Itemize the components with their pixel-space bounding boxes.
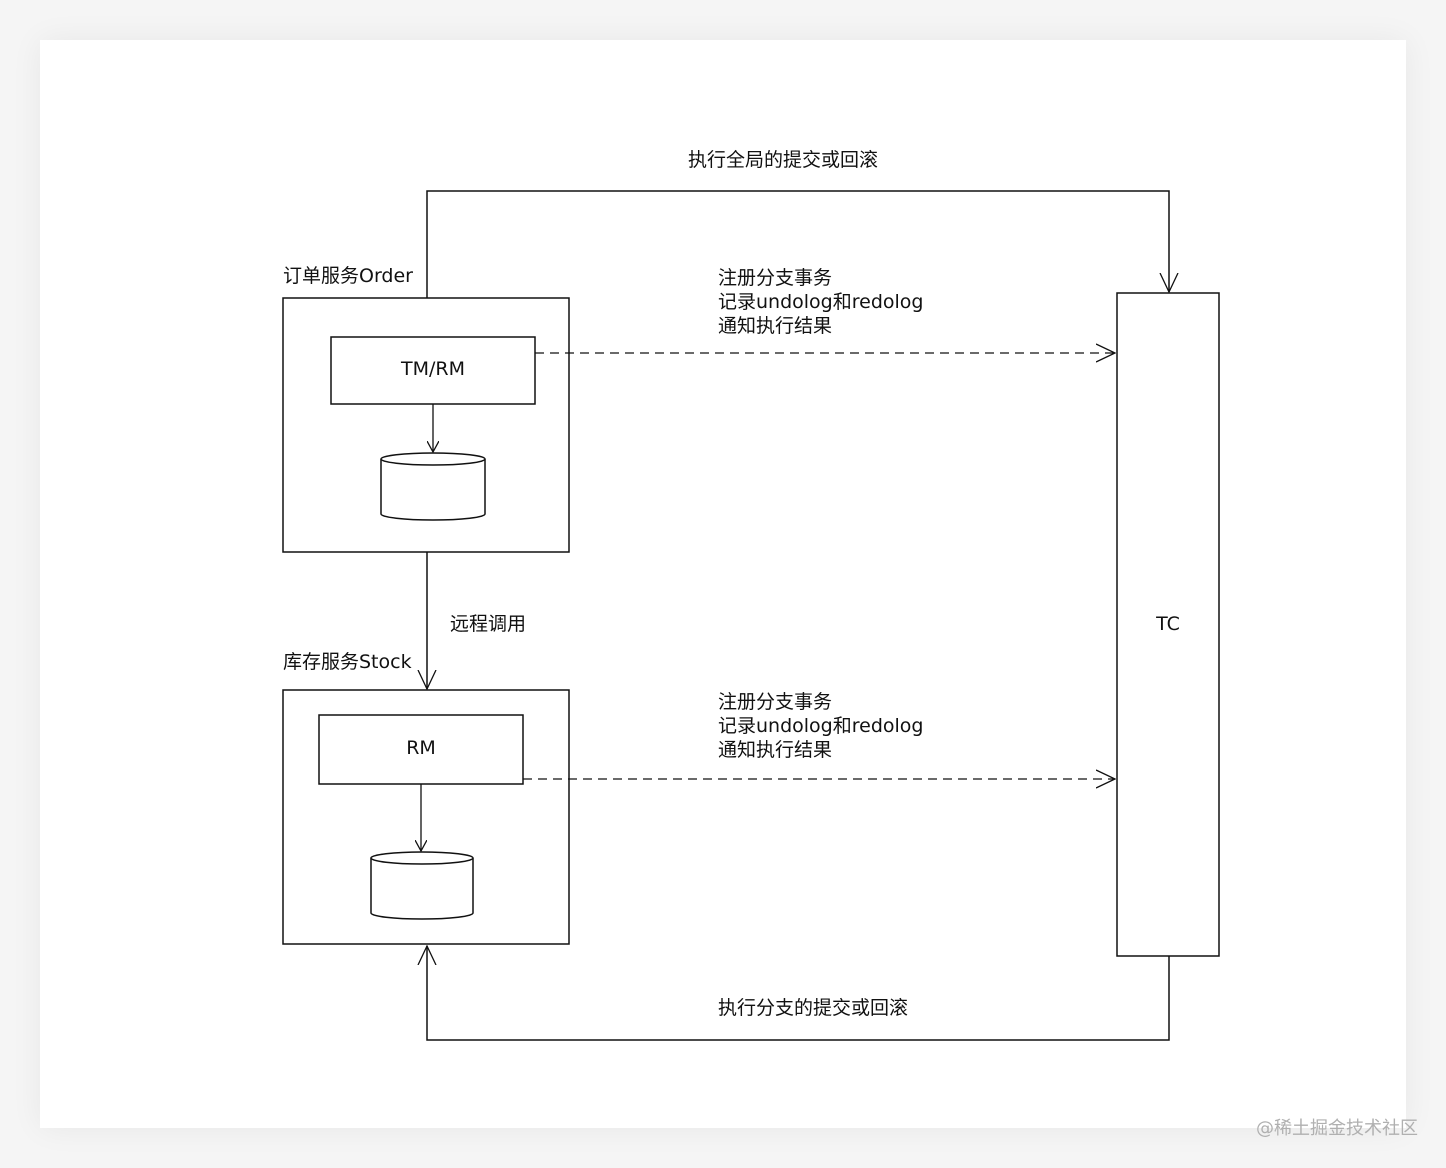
stock-rm-box (318, 714, 524, 785)
order-tmrm-box (330, 336, 536, 405)
stock-database-icon (370, 851, 474, 920)
stock-note-log: 记录undolog和redolog (718, 715, 924, 737)
branch-commit-arrow (427, 946, 1170, 1041)
stock-note-notify: 通知执行结果 (718, 739, 833, 761)
stock-service-title: 库存服务Stock (283, 651, 412, 673)
stock-component-label: RM (406, 737, 436, 759)
top-arrow-label: 执行全局的提交或回滚 (688, 149, 879, 171)
order-component-label: TM/RM (401, 358, 465, 380)
watermark: @稀土掘金技术社区 (1256, 1118, 1418, 1139)
order-service-title: 订单服务Order (283, 265, 413, 287)
tc-box (1116, 292, 1220, 957)
order-database-icon (380, 452, 486, 521)
remote-call-label: 远程调用 (450, 613, 527, 635)
global-commit-arrow (426, 190, 1169, 298)
order-note-register: 注册分支事务 (718, 267, 833, 289)
stock-notes: 注册分支事务 记录undolog和redolog 通知执行结果 (718, 690, 923, 762)
bottom-arrow-label: 执行分支的提交或回滚 (718, 997, 909, 1019)
order-notes: 注册分支事务 记录undolog和redolog 通知执行结果 (718, 266, 923, 338)
stock-note-register: 注册分支事务 (718, 691, 833, 713)
order-note-log: 记录undolog和redolog (718, 291, 924, 313)
tc-label: TC (1156, 613, 1180, 635)
order-note-notify: 通知执行结果 (718, 315, 833, 337)
